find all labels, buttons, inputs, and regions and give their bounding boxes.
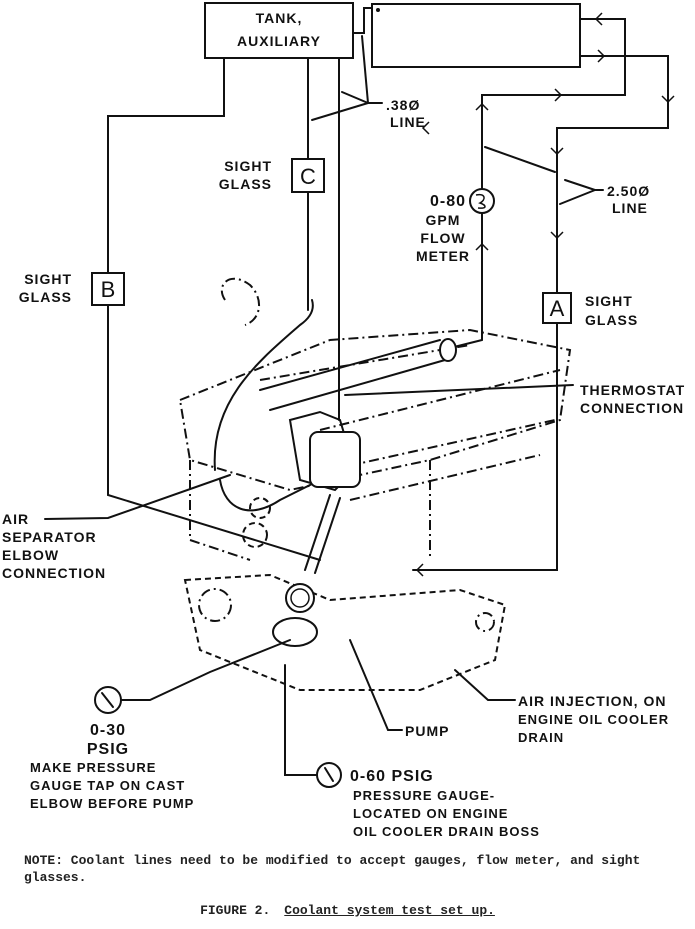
- line-0-38-value: .38Ø: [386, 97, 420, 113]
- thermostat-line1: THERMOSTAT: [580, 382, 685, 398]
- gauge-0-30: 0-30 PSIG MAKE PRESSURE GAUGE TAP ON CAS…: [30, 639, 291, 811]
- return-lines-2-50: [412, 12, 675, 577]
- gauge-0-30-desc1: MAKE PRESSURE: [30, 760, 156, 775]
- flow-meter-range: 0-80: [430, 193, 466, 210]
- flow-meter-line4: METER: [416, 248, 470, 264]
- sight-glass-b-line1: SIGHT: [24, 271, 72, 287]
- heat-exchanger-box: [371, 3, 581, 68]
- sight-glass-b-letter: B: [101, 277, 116, 302]
- line-0-38-unit: LINE: [390, 114, 426, 130]
- air-injection-line2: ENGINE OIL COOLER: [518, 712, 669, 727]
- engine-illustration: [178, 277, 572, 691]
- auxiliary-tank: TANK, AUXILIARY: [204, 2, 354, 59]
- air-separator-line3: ELBOW: [2, 547, 59, 563]
- figure-number: FIGURE 2.: [200, 903, 271, 918]
- air-separator-line2: SEPARATOR: [2, 529, 97, 545]
- sight-glass-b: B SIGHT GLASS: [19, 271, 125, 306]
- gauge-0-60-desc2: LOCATED ON ENGINE: [353, 806, 508, 821]
- line-2-50-unit: LINE: [612, 200, 648, 216]
- gauge-0-30-range: 0-30: [90, 722, 126, 739]
- figure-note: NOTE: Coolant lines need to be modified …: [24, 853, 641, 885]
- figure-caption: FIGURE 2. Coolant system test set up.: [0, 903, 695, 918]
- thermostat-line2: CONNECTION: [580, 400, 684, 416]
- tank-label-line2: AUXILIARY: [237, 33, 321, 49]
- gauge-0-60: 0-60 PSIG PRESSURE GAUGE- LOCATED ON ENG…: [284, 664, 540, 839]
- pump-label: PUMP: [405, 723, 449, 739]
- air-separator-line4: CONNECTION: [2, 565, 106, 581]
- sight-glass-b-line2: GLASS: [19, 289, 72, 305]
- gauge-0-60-range: 0-60 PSIG: [350, 768, 434, 785]
- air-separator-line1: AIR: [2, 511, 29, 527]
- sight-glass-c: C SIGHT GLASS: [219, 158, 325, 193]
- air-injection-line3: DRAIN: [518, 730, 564, 745]
- flow-meter-line3: FLOW: [420, 230, 465, 246]
- line-2-50-value: 2.50Ø: [607, 183, 650, 199]
- air-injection-line1: AIR INJECTION, ON: [518, 693, 666, 709]
- figure-title: Coolant system test set up.: [284, 903, 495, 918]
- gauge-0-30-desc2: GAUGE TAP ON CAST: [30, 778, 185, 793]
- sight-glass-a: A SIGHT GLASS: [542, 292, 638, 328]
- sight-glass-a-letter: A: [550, 296, 565, 321]
- gauge-0-60-desc1: PRESSURE GAUGE-: [353, 788, 495, 803]
- gauge-0-60-desc3: OIL COOLER DRAIN BOSS: [353, 824, 540, 839]
- gauge-0-30-desc3: ELBOW BEFORE PUMP: [30, 796, 194, 811]
- sight-glass-a-line1: SIGHT: [585, 293, 633, 309]
- sight-glass-a-line2: GLASS: [585, 312, 638, 328]
- flow-meter: 0-80 GPM FLOW METER: [416, 188, 495, 264]
- sight-glass-c-line2: GLASS: [219, 176, 272, 192]
- flow-meter-unit: GPM: [426, 212, 461, 228]
- gauge-0-30-unit: PSIG: [87, 741, 129, 758]
- tank-label-line1: TANK,: [256, 10, 303, 26]
- sight-glass-c-letter: C: [300, 164, 316, 189]
- sight-glass-c-line1: SIGHT: [224, 158, 272, 174]
